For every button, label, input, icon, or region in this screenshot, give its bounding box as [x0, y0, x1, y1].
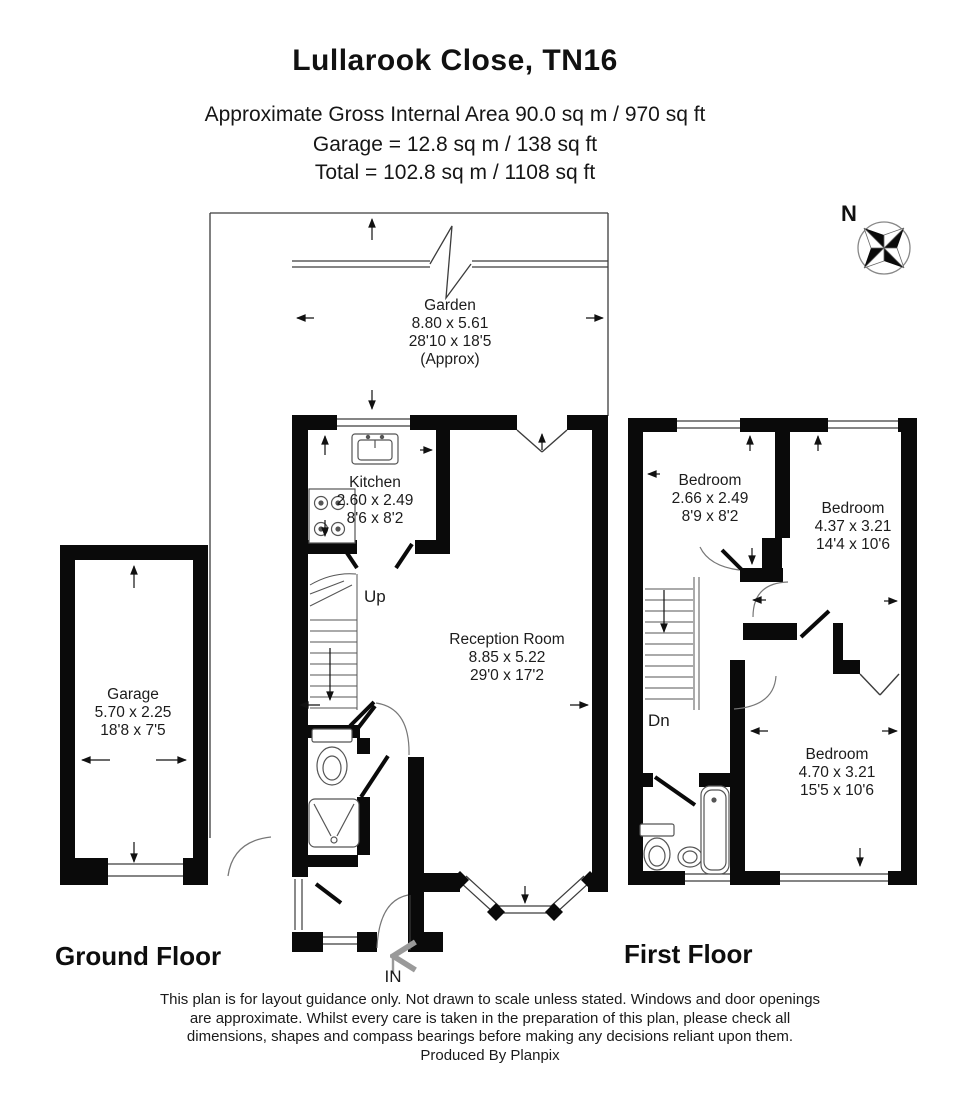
garage-door-icon — [108, 863, 183, 877]
bay-window-icon — [451, 871, 599, 921]
garage-label: Garage 5.70 x 2.25 18'8 x 7'5 — [94, 686, 172, 739]
first-floor-dimension-arrows — [647, 435, 898, 867]
stairs-down-label: Dn — [648, 711, 670, 730]
bedroom-bottom-label: Bedroom 4.70 x 3.21 15'5 x 10'6 — [798, 746, 876, 799]
first-floor-title: First Floor — [624, 939, 753, 969]
page-title: Lullarook Close, TN16 — [292, 44, 618, 77]
disclaimer-line: This plan is for layout guidance only. N… — [159, 991, 821, 1008]
first-floor-walls — [628, 418, 917, 885]
kitchen-door-icon — [339, 542, 414, 570]
bathtub-icon — [700, 785, 730, 875]
gross-area-line: Approximate Gross Internal Area 90.0 sq … — [204, 103, 706, 126]
compass-icon — [857, 221, 911, 275]
garage-area-line: Garage = 12.8 sq m / 138 sq ft — [312, 133, 598, 156]
first-floor-doors — [653, 546, 900, 807]
producer-credit: Produced By Planpix — [420, 1046, 560, 1064]
basin-icon — [677, 846, 703, 868]
entrance-in-label: IN — [384, 967, 402, 986]
stairs-first — [645, 577, 700, 710]
total-area-line: Total = 102.8 sq m / 1108 sq ft — [314, 161, 596, 184]
ground-floor-doors — [314, 700, 411, 950]
ground-dimension-arrows — [299, 433, 589, 904]
gate-door-arc — [227, 836, 272, 877]
garage-walls — [60, 545, 208, 885]
sink-icon — [351, 433, 399, 465]
shower-icon — [308, 798, 360, 848]
toilet-icon — [311, 728, 353, 786]
stairs-ground — [309, 573, 358, 710]
disclaimer-line: are approximate. Whilst every care is ta… — [189, 1009, 791, 1027]
stairs-up-label: Up — [364, 587, 386, 606]
kitchen-label: Kitchen 2.60 x 2.49 8'6 x 8'2 — [336, 474, 414, 527]
bedroom-right-label: Bedroom 4.37 x 3.21 14'4 x 10'6 — [814, 500, 892, 553]
reception-room-label: Reception Room 8.85 x 5.22 29'0 x 17'2 — [449, 631, 565, 684]
toilet-icon-first-floor — [639, 823, 675, 871]
garage-dimension-arrows — [81, 565, 187, 863]
ground-floor-windows — [294, 418, 410, 945]
garden-dimension-arrows — [296, 218, 604, 410]
break-line-icon — [429, 225, 472, 301]
garden-outline — [209, 212, 609, 877]
compass-north-label: N — [841, 201, 857, 226]
ground-floor-title: Ground Floor — [55, 941, 222, 971]
disclaimer: This plan is for layout guidance only. N… — [0, 991, 980, 1065]
bedroom-small-label: Bedroom 2.66 x 2.49 8'9 x 8'2 — [671, 472, 749, 525]
disclaimer-line: dimensions, shapes and compass bearings … — [186, 1028, 794, 1046]
hob-icon — [308, 488, 356, 544]
ground-floor-walls — [292, 415, 608, 952]
garden-door-icon — [516, 429, 568, 453]
garden-label: Garden 8.80 x 5.61 28'10 x 18'5 (Approx) — [408, 297, 492, 368]
